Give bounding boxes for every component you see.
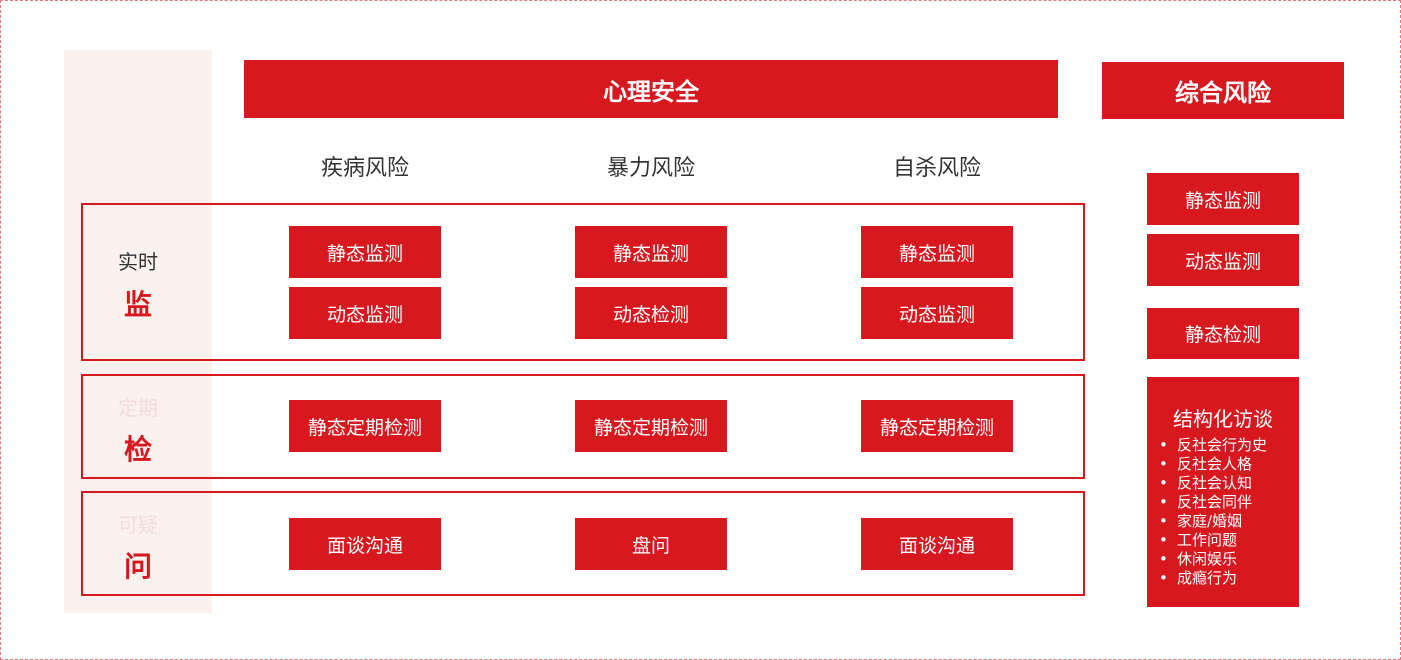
column-title-disease-risk: 疾病风险 xyxy=(320,156,409,181)
row-box-periodic xyxy=(81,374,1085,479)
interview-item: • 反社会行为史 xyxy=(1159,436,1299,455)
column-title-violence-risk: 暴力风险 xyxy=(606,156,695,181)
interview-item-text: 反社会同伴 xyxy=(1177,493,1253,511)
right-dynamic-monitor: 动态监测 xyxy=(1147,234,1299,286)
interview-item-text: 家庭/婚姻 xyxy=(1177,512,1243,530)
row-main-label-check: 检 xyxy=(123,433,152,466)
interview-item-text: 反社会认知 xyxy=(1177,474,1253,492)
structured-interview-title: 结构化访谈 xyxy=(1173,407,1273,431)
right-static-detect: 静态检测 xyxy=(1147,308,1299,359)
cell-violence-dynamic-detect: 动态检测 xyxy=(575,287,727,339)
row-sub-label-realtime: 实时 xyxy=(118,250,158,274)
structured-interview-list: • 反社会行为史 • 反社会人格 • 反社会认知 • 反社会同伴 • 家庭/婚姻 • 工作问… xyxy=(1147,436,1299,588)
interview-item: • 反社会人格 xyxy=(1159,455,1299,474)
bullet-icon: • xyxy=(1159,493,1168,511)
row-main-label-monitor: 监 xyxy=(123,288,152,321)
cell-suicide-dynamic-monitor: 动态监测 xyxy=(861,287,1013,339)
bullet-icon: • xyxy=(1159,512,1168,530)
cell-disease-interview: 面谈沟通 xyxy=(289,518,441,570)
cell-violence-questioning: 盘问 xyxy=(575,518,727,570)
row-main-label-ask: 问 xyxy=(123,550,152,583)
header-comprehensive-risk: 综合风险 xyxy=(1102,62,1344,119)
bullet-icon: • xyxy=(1159,550,1168,568)
interview-item: • 成瘾行为 xyxy=(1159,569,1299,588)
interview-item-text: 成瘾行为 xyxy=(1177,569,1238,587)
cell-suicide-periodic-check: 静态定期检测 xyxy=(861,400,1013,452)
bullet-icon: • xyxy=(1159,569,1168,587)
cell-violence-static-monitor: 静态监测 xyxy=(575,226,727,278)
row-sub-label-periodic: 定期 xyxy=(118,396,158,420)
header-psych-safety: 心理安全 xyxy=(244,60,1058,118)
row-box-suspicious xyxy=(81,491,1085,596)
bullet-icon: • xyxy=(1159,436,1168,454)
bullet-icon: • xyxy=(1159,474,1168,492)
cell-disease-static-monitor: 静态监测 xyxy=(289,226,441,278)
bullet-icon: • xyxy=(1159,455,1168,473)
bullet-icon: • xyxy=(1159,531,1168,549)
interview-item: • 反社会同伴 xyxy=(1159,493,1299,512)
interview-item-text: 休闲娱乐 xyxy=(1177,550,1238,568)
cell-disease-periodic-check: 静态定期检测 xyxy=(289,400,441,452)
interview-item-text: 反社会行为史 xyxy=(1177,436,1268,454)
cell-violence-periodic-check: 静态定期检测 xyxy=(575,400,727,452)
interview-item: • 休闲娱乐 xyxy=(1159,550,1299,569)
interview-item-text: 工作问题 xyxy=(1177,531,1238,549)
interview-item: • 家庭/婚姻 xyxy=(1159,512,1299,531)
interview-item: • 工作问题 xyxy=(1159,531,1299,550)
right-static-monitor: 静态监测 xyxy=(1147,173,1299,225)
structured-interview-box: 结构化访谈 • 反社会行为史 • 反社会人格 • 反社会认知 • 反社会同伴 • 家庭/婚… xyxy=(1147,377,1299,607)
cell-suicide-interview: 面谈沟通 xyxy=(861,518,1013,570)
row-box-realtime xyxy=(81,203,1085,361)
row-label-band xyxy=(64,50,212,613)
column-title-suicide-risk: 自杀风险 xyxy=(892,156,981,181)
interview-item: • 反社会认知 xyxy=(1159,474,1299,493)
cell-suicide-static-monitor: 静态监测 xyxy=(861,226,1013,278)
cell-disease-dynamic-monitor: 动态监测 xyxy=(289,287,441,339)
interview-item-text: 反社会人格 xyxy=(1177,455,1253,473)
row-sub-label-suspicious: 可疑 xyxy=(118,513,158,537)
